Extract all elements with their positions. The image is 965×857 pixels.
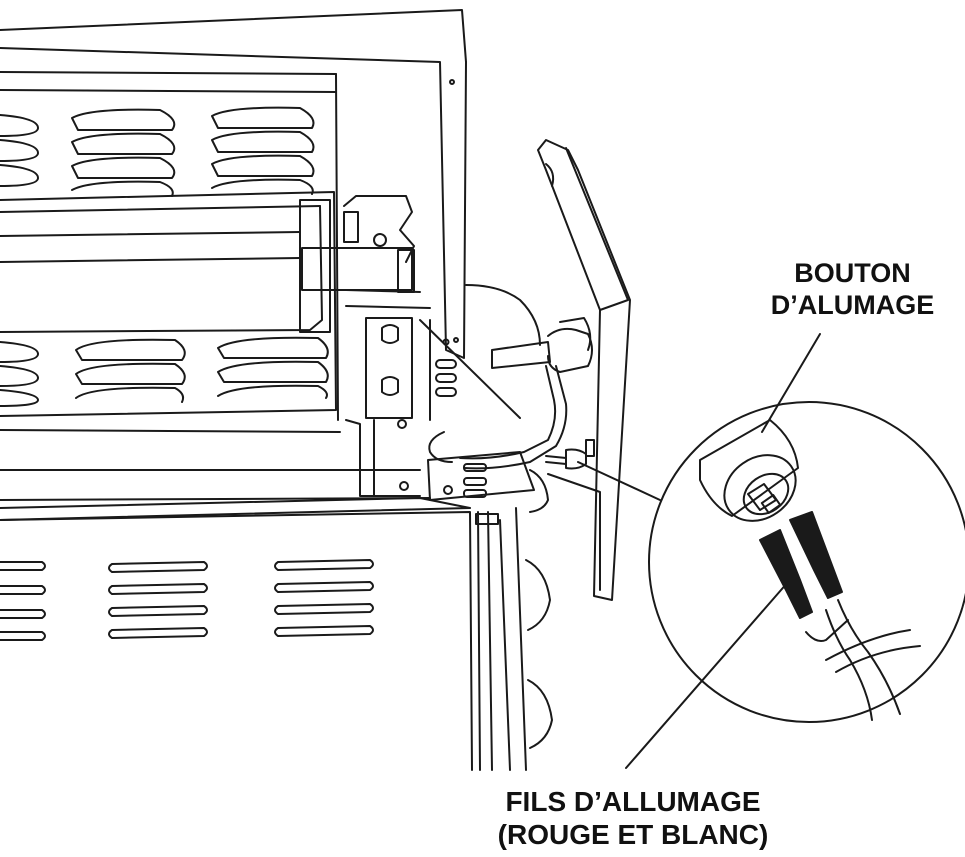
- ignition-wires-label-line2: (ROUGE ET BLANC): [497, 819, 769, 851]
- side-bracket: [343, 195, 431, 497]
- grill-hood: [0, 9, 467, 421]
- ignition-wires-label-line1: FILS D’ALLUMAGE: [505, 786, 761, 817]
- lower-vents: [0, 559, 374, 641]
- ignition-button-small: [545, 448, 587, 470]
- wires-leader: [625, 581, 789, 769]
- front-panel: [0, 191, 415, 417]
- button-leader: [761, 333, 821, 433]
- ignition-wires-label: FILS D’ALLUMAGE (ROUGE ET BLANC): [478, 785, 788, 851]
- detail-circle: [648, 401, 965, 723]
- ignition-button-label: BOUTON D’ALUMAGE: [765, 258, 940, 322]
- valve-area: [419, 284, 593, 501]
- control-panel: [0, 469, 553, 771]
- upper-vents: [0, 106, 315, 197]
- middle-vents: [0, 336, 329, 407]
- ignition-button-label-line2: D’ALUMAGE: [770, 289, 935, 320]
- frame-lines: [0, 429, 431, 501]
- ignition-button-label-line1: BOUTON: [794, 258, 911, 288]
- side-door: [537, 139, 631, 601]
- magnify-leader: [577, 461, 661, 501]
